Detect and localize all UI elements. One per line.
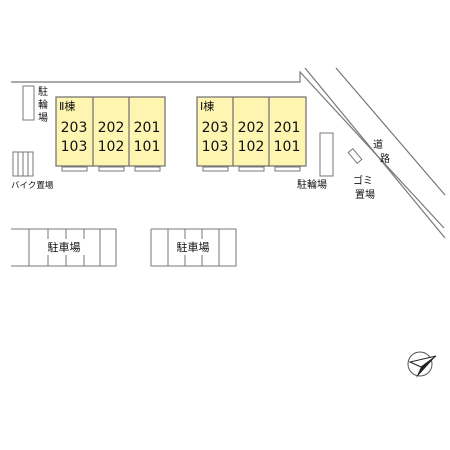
- unit-i-101: 101: [274, 139, 301, 155]
- parking-left: 駐車場: [11, 228, 117, 267]
- unit-ii-203: 203: [61, 120, 88, 136]
- unit-ii-201: 201: [134, 120, 161, 136]
- bicycle-parking-left: 駐 輪 場: [22, 85, 48, 124]
- garbage-point: ゴミ 置場: [347, 148, 375, 201]
- unit-ii-202: 202: [98, 120, 125, 136]
- road-label-2: 路: [380, 152, 390, 165]
- parking-center-label: 駐車場: [177, 240, 210, 254]
- bicycle-parking-left-label-3: 場: [38, 111, 48, 124]
- bike-parking: バイク置場: [11, 151, 54, 191]
- bike-parking-label: バイク置場: [11, 180, 54, 191]
- north-arrow-icon: [407, 351, 437, 378]
- building-i-label: Ⅰ棟: [200, 99, 214, 113]
- bicycle-parking-left-label-2: 輪: [38, 98, 48, 111]
- bicycle-parking-right-label: 駐輪場: [297, 178, 327, 191]
- unit-ii-103: 103: [61, 139, 88, 155]
- road-label-1: 道: [373, 138, 383, 151]
- unit-i-203: 203: [202, 120, 229, 136]
- unit-ii-101: 101: [134, 139, 161, 155]
- parking-left-label: 駐車場: [48, 240, 81, 254]
- unit-ii-102: 102: [98, 139, 125, 155]
- unit-i-103: 103: [202, 139, 229, 155]
- road: 道 路: [304, 67, 446, 239]
- unit-i-201: 201: [274, 120, 301, 136]
- building-ii: Ⅱ棟 203 202 201 103 102 101: [55, 96, 166, 172]
- garbage-label-1: ゴミ: [353, 174, 373, 187]
- building-i: Ⅰ棟 203 202 201 103 102 101: [196, 96, 307, 172]
- building-ii-label: Ⅱ棟: [59, 99, 75, 113]
- parking-center: 駐車場: [150, 228, 237, 267]
- unit-i-202: 202: [238, 120, 265, 136]
- bicycle-parking-right: 駐輪場: [297, 132, 334, 191]
- garbage-label-2: 置場: [355, 188, 375, 201]
- unit-i-102: 102: [238, 139, 265, 155]
- bicycle-parking-left-label-1: 駐: [38, 85, 48, 98]
